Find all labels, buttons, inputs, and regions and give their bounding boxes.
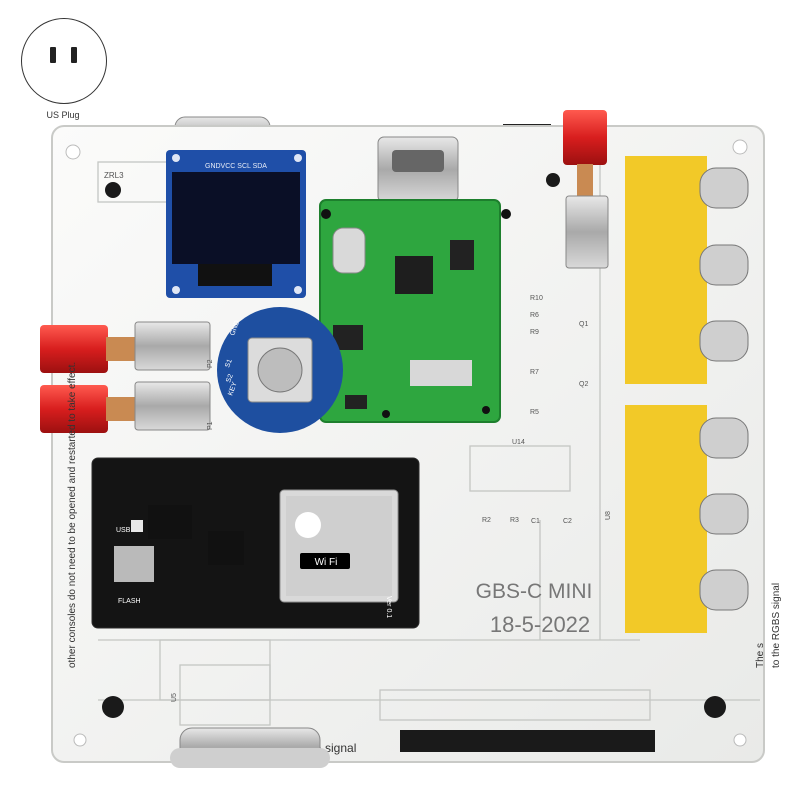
board-title: GBS-C MINI [476,580,593,603]
usb-port [377,136,459,203]
esp-usb-label: USB [116,527,131,534]
esp-module [91,457,420,629]
black-connector-bottom [400,730,655,752]
label-r10: R10 [530,295,543,302]
oled-pin-labels: GNDVCC SCL SDA [205,163,267,170]
label-c1: C1 [531,518,540,525]
label-p2: P2 [207,359,214,368]
component-labels: R10 R6 R9 R7 R5 R2 R3 C1 C2 Q1 Q2 U14 U8… [171,295,612,702]
label-r7: R7 [530,369,539,376]
right-instruction-2: to the RGBS signal [771,583,782,668]
label-s2: S2 [225,373,235,384]
label-c2: C2 [563,518,572,525]
label-p1: P1 [207,421,214,430]
red-terminal-top-right [563,110,609,269]
esp-flash-label: FLASH [118,598,141,605]
label-key: KEY [227,381,238,397]
red-terminal-left-1 [40,321,211,373]
label-q2: Q2 [579,381,588,388]
label-u5: U5 [171,693,178,702]
esp-wifi-label: Wi Fi [315,557,338,568]
label-u8: U8 [605,511,612,520]
label-q1: Q1 [579,321,588,328]
right-instruction-1: The s [755,643,766,668]
vga-connector-bottom [170,727,330,768]
red-terminal-left-2 [40,381,211,433]
label-u14: U14 [512,439,525,446]
plug-prong-left-icon [50,47,56,63]
label-r9: R9 [530,329,539,336]
board-date: 18-5-2022 [490,612,590,637]
left-instruction-text: other consoles do not need to be opened … [67,362,78,668]
label-gnd: GND [229,320,241,337]
plug-badge [21,18,107,104]
oled-display: GNDVCC SCL SDA [166,150,306,298]
label-r5: R5 [530,409,539,416]
plug-label: US Plug [46,110,80,120]
rca-jack-block-bottom [625,405,749,633]
green-module [319,199,511,423]
label-s1: S1 [224,358,234,369]
model-code: ZRL3 [104,171,124,180]
rca-jack-block-top [625,156,749,384]
label-r2: R2 [482,517,491,524]
esp-version-label: Ver 0.1 [385,596,392,618]
label-r3: R3 [510,517,519,524]
rotary-encoder [217,307,343,433]
label-r6: R6 [530,312,539,319]
mounting-holes [65,139,748,747]
plug-prong-right-icon [71,47,77,63]
